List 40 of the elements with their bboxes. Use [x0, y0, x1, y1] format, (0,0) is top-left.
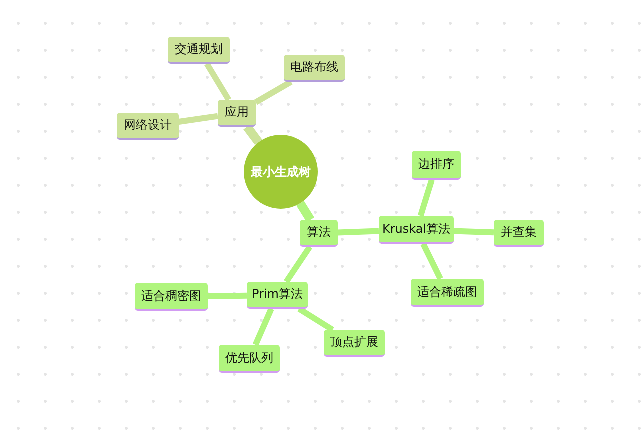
topic-box: [412, 151, 461, 180]
topic-box: [135, 283, 208, 311]
branch-connector: [296, 201, 315, 222]
branch-connector: [204, 62, 232, 102]
topic-box: [300, 220, 338, 247]
topic-label: 并查集: [501, 224, 537, 241]
branch-connector: [178, 113, 218, 125]
topic-box: [219, 345, 280, 373]
branch-connector: [208, 292, 248, 300]
branch-connector: [244, 124, 262, 146]
topic-box: [379, 216, 454, 244]
topic-label: 顶点扩展: [330, 334, 378, 351]
branch-connector: [454, 228, 494, 236]
topic-box: [168, 37, 230, 64]
topic-box: [411, 279, 484, 307]
topic-label: 交通规划: [175, 41, 223, 58]
branch-connector: [298, 306, 334, 333]
topic-label: 最小生成树: [251, 164, 311, 180]
topic-label: 算法: [307, 224, 331, 241]
topic-label: 网络设计: [124, 117, 172, 134]
topic-label: 应用: [225, 104, 249, 121]
topic-box: [284, 55, 345, 82]
branch-connector: [418, 179, 435, 217]
topic-label: Prim算法: [252, 286, 303, 303]
branch-connector: [284, 245, 312, 284]
branch-connector: [420, 242, 444, 280]
topic-label: 适合稠密图: [142, 288, 202, 304]
topic-label: 优先队列: [226, 350, 274, 366]
topic-box: [494, 220, 544, 247]
topic-box: [247, 282, 308, 309]
topic-box: [324, 330, 385, 357]
branch-connector: [254, 79, 293, 106]
topic-label: 电路布线: [290, 59, 338, 76]
topic-label: 适合稀疏图: [418, 284, 478, 300]
topic-box: [117, 113, 179, 140]
topic-label: Kruskal算法: [382, 220, 451, 238]
branch-connector: [252, 308, 274, 346]
topic-box: [218, 100, 256, 127]
topic-label: 边排序: [418, 156, 454, 173]
branch-connector: [338, 228, 380, 236]
